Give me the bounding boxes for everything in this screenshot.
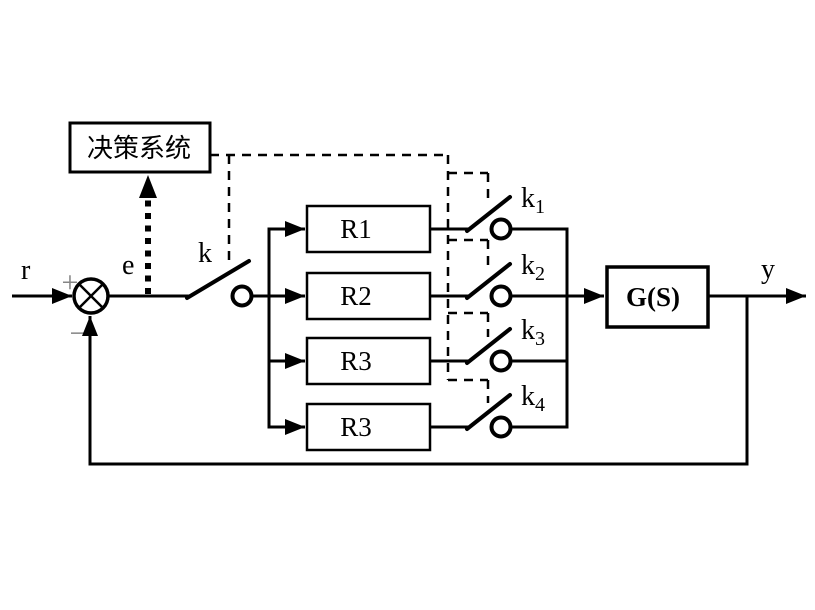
main-switch-label: k (198, 238, 212, 269)
plant-block-label: G(S) (626, 282, 680, 312)
summing-junction (72, 277, 110, 315)
controller-block-r4 (305, 402, 432, 452)
switch-label-base: k (521, 183, 535, 214)
controller-block-label: R3 (340, 346, 372, 376)
switch-label-subscript: 1 (535, 196, 545, 218)
branch-switch-contact-k4 (489, 415, 513, 439)
junction-cross-line (78, 283, 104, 309)
branch-switch-lever-k1 (465, 195, 512, 233)
branch-switch-contact-k1 (489, 217, 513, 241)
plant-block: G(S) (605, 265, 710, 329)
branch-switch-contact-k3 (489, 349, 513, 373)
main-switch-lever (185, 259, 251, 300)
branch-switch-label-k1: k1 (521, 183, 545, 218)
controller-row: R2 k2 (305, 250, 604, 321)
branch-switch-label-k4: k4 (521, 381, 545, 416)
switch-label-subscript: 2 (535, 263, 545, 285)
branch-switch-contact-k2 (489, 284, 513, 308)
switch-label-subscript: 4 (535, 394, 545, 416)
decision-system-block: 决策系统 (68, 121, 212, 174)
decision-control-lines (210, 153, 490, 403)
controller-row: R3 k4 (305, 381, 569, 452)
output-signal-label: y (761, 254, 775, 285)
reference-input-label: r (21, 255, 31, 286)
branch-switch-lever-k3 (465, 327, 512, 365)
dotted-arrow-head (139, 175, 157, 198)
switch-label-base: k (521, 315, 535, 346)
branch-switch-lever-k2 (465, 262, 512, 300)
controller-block-label: R2 (340, 281, 372, 311)
controller-row: R3 k3 (305, 315, 569, 386)
controller-block-label: R1 (340, 214, 372, 244)
branch-switch-label-k2: k2 (521, 250, 545, 285)
switch-label-base: k (521, 250, 535, 281)
switch-label-subscript: 3 (535, 328, 545, 350)
controller-row: R1 k1 (305, 183, 569, 254)
main-switch-contact (230, 284, 254, 308)
minus-sign: − (70, 317, 87, 350)
plant-box (605, 265, 710, 329)
controller-block-label: R3 (340, 412, 372, 442)
controller-block-r2 (305, 271, 432, 321)
branch-switch-label-k3: k3 (521, 315, 545, 350)
branch-switch-lever-k4 (465, 393, 512, 431)
main-switch: k (185, 238, 254, 308)
decision-system-label: 决策系统 (87, 134, 191, 163)
controller-block-r1 (305, 204, 432, 254)
feedback-path (82, 296, 749, 466)
decision-system-box (68, 121, 212, 174)
error-signal-label: e (122, 250, 134, 281)
switch-label-base: k (521, 381, 535, 412)
error-to-decision-arrow (139, 175, 157, 294)
